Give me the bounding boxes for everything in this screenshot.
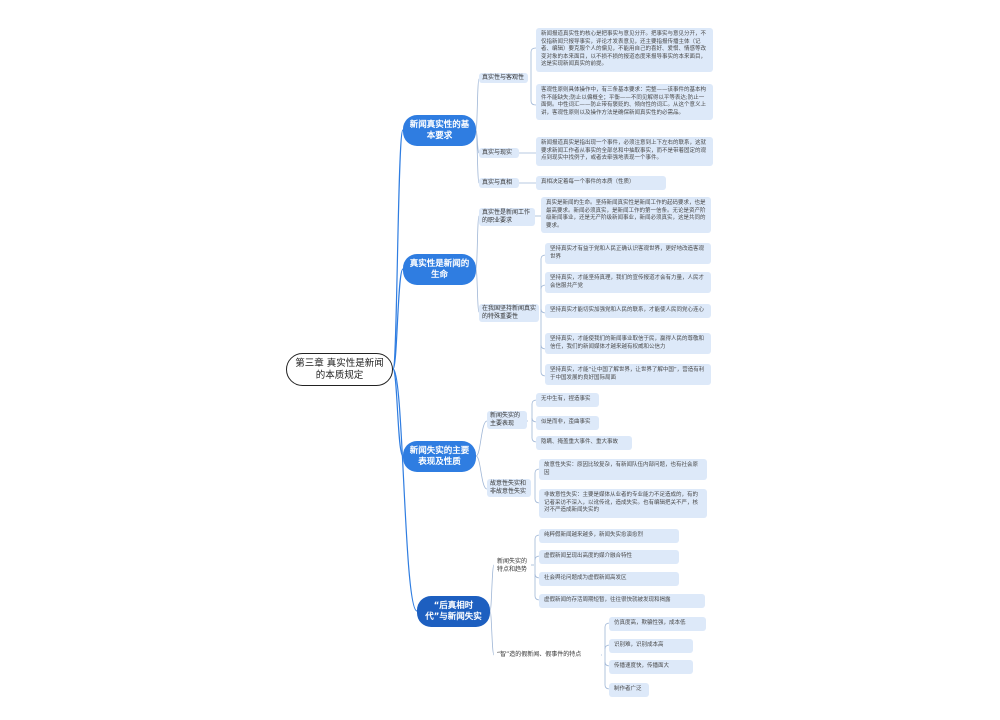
- leaf-text: 坚持真实才有益于党和人民正确认识客观世界，更好地改造客观世界: [545, 243, 711, 265]
- leaf-text: 虚假新闻呈现出高度的媒介融合特性: [539, 550, 679, 564]
- connector-line: [530, 47, 537, 53]
- leaf-text: 传播速度快，传播面大: [609, 660, 693, 674]
- leaf-text: 真相决定着每一个事件的本质（性质）: [536, 176, 666, 190]
- connector-line: [475, 455, 488, 490]
- leaf-text: 隐瞒、掩盖重大事件、重大事故: [536, 436, 632, 450]
- leaf-text: 新闻报道真实是指出现一个事件，必须注意到上下左右的联系，这就要求新闻工作者从事实…: [536, 137, 713, 166]
- leaf-text: 坚持真实，才能“让中国了解世界，让世界了解中国”，营造有利于中国发展的良好国际局…: [545, 364, 711, 386]
- subtopic-truth-reality[interactable]: 真实与现实: [479, 148, 519, 158]
- leaf-text: 坚持真实，才能使我们的新闻事业取信于民，赢得人民的尊敬和信任，我们的新闻媒体才越…: [545, 333, 711, 355]
- leaf-text: 故意性失实：原因比较复杂，有新闻队伍内部问题，也有社会原因: [539, 459, 707, 481]
- connector-line: [530, 100, 537, 106]
- connector-line: [475, 129, 480, 184]
- subtopic-special-importance[interactable]: 在我国坚持新闻真实的特殊重要性: [479, 304, 539, 322]
- leaf-text: 社会舆论问题成为虚假新闻高发区: [539, 572, 679, 586]
- connector-line: [475, 78, 480, 131]
- leaf-text: 非故意性失实：主要是媒体从业者的专业能力不足造成的，有的记者采访不深入，以讹传讹…: [539, 489, 707, 518]
- connector-line: [489, 564, 495, 612]
- leaf-text: 制作者广泛: [609, 683, 649, 697]
- branch-topic-inaccuracy[interactable]: 新闻失实的主要表现及性质: [403, 441, 476, 472]
- leaf-text: 客观性原则具体操作中，有三条基本要求：完整——该事件的基本构件不能缺失;防止以偏…: [536, 84, 713, 121]
- branch-topic-basic-requirements[interactable]: 新闻真实性的基本要求: [403, 115, 476, 146]
- connector-line: [475, 215, 480, 270]
- connector-line: [392, 268, 404, 370]
- leaf-text: 纯粹假新闻越来越多，新闻失实愈演愈烈: [539, 529, 679, 543]
- branch-topic-lifeblood[interactable]: 真实性是新闻的生命: [403, 254, 476, 285]
- subtopic-smart-fake-news[interactable]: “智”造的假新闻、假事件的特点: [497, 651, 582, 658]
- leaf-text: 无中生有，捏造事实: [536, 393, 599, 407]
- leaf-text: 虚假新闻的存活周期短暂，往往很快就被发现和揭露: [539, 594, 705, 608]
- connector-line: [475, 420, 488, 457]
- subtopic-intentional-unintentional[interactable]: 故意性失实和非故意性失实: [487, 479, 531, 497]
- root-topic[interactable]: 第三章 真实性是新闻的本质规定: [286, 353, 393, 386]
- subtopic-professional-requirement[interactable]: 真实性是新闻工作的职业要求: [479, 208, 535, 226]
- leaf-text: 识别难，识别成本高: [609, 639, 693, 653]
- subtopic-truth-objectivity[interactable]: 真实性与客观性: [479, 73, 528, 83]
- subtopic-manifestations[interactable]: 新闻失实的主要表现: [487, 411, 527, 429]
- connector-line: [475, 268, 480, 313]
- connector-line: [392, 368, 404, 457]
- connector-line: [392, 129, 404, 370]
- leaf-text: 真实是新闻的生命。坚持新闻真实性是新闻工作的起码要求，也是最高要求。新闻必须真实…: [541, 197, 711, 234]
- leaf-text: 坚持真实才能切实加强党和人民的联系，才能使人民同党心连心: [545, 304, 711, 318]
- leaf-text: 似是而非，歪曲事实: [536, 416, 599, 430]
- subtopic-characteristics-trends[interactable]: 新闻失实的特点和趋势: [497, 558, 528, 573]
- leaf-text: 仿真度高，欺骗性强，成本低: [609, 617, 706, 631]
- branch-topic-post-truth[interactable]: “后真相时代”与新闻失实: [417, 596, 490, 627]
- subtopic-truth-fact[interactable]: 真实与真相: [479, 178, 519, 188]
- connector-line: [392, 368, 418, 612]
- leaf-text: 坚持真实，才能坚持真理，我们的宣传报道才会有力量，人民才会信服共产党: [545, 272, 711, 294]
- connector-line: [489, 610, 495, 656]
- leaf-text: 新闻报道真实性的核心是把事实与意见分开。把事实与意见分开，不仅指新闻只报导事实，…: [536, 28, 713, 72]
